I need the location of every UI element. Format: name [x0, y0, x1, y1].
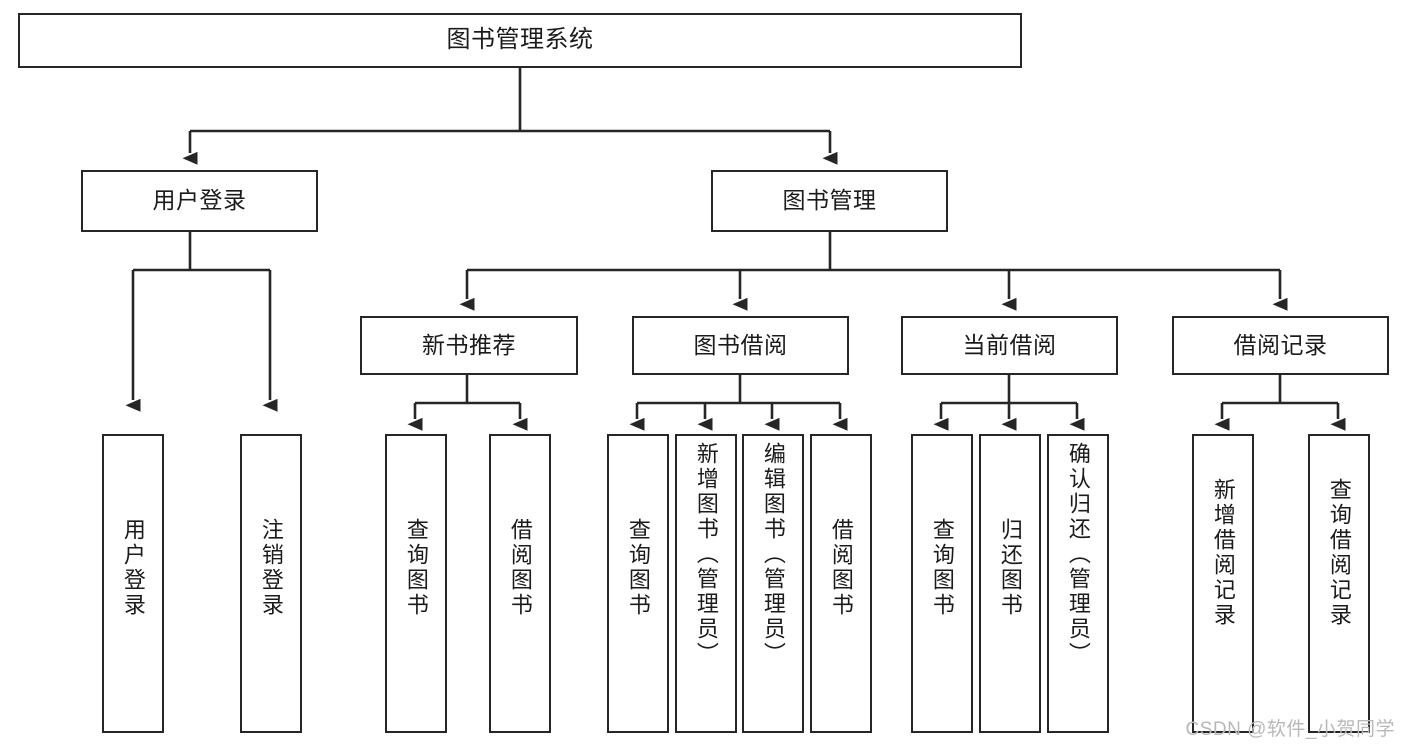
leaf-add-book[interactable]: 新增图书（管理员）: [675, 434, 737, 733]
leaf-return-book-label: 归还图书: [997, 518, 1023, 618]
leaf-edit-book[interactable]: 编辑图书（管理员）: [742, 434, 804, 733]
node-root-label: 图书管理系统: [446, 26, 594, 54]
leaf-return-book[interactable]: 归还图书: [979, 434, 1041, 733]
leaf-add-book-label: 新增图书（管理员）: [693, 442, 719, 667]
node-current-borrow[interactable]: 当前借阅: [901, 316, 1118, 375]
leaf-query-record-label: 查询借阅记录: [1326, 478, 1352, 628]
leaf-query-book-2[interactable]: 查询图书: [607, 434, 669, 733]
leaf-borrow-book-2-label: 借阅图书: [828, 518, 854, 618]
leaf-user-login[interactable]: 用户登录: [102, 434, 164, 733]
node-book-manage[interactable]: 图书管理: [711, 170, 948, 232]
node-borrow-record-label: 借阅记录: [1233, 331, 1328, 358]
leaf-borrow-book-2[interactable]: 借阅图书: [810, 434, 872, 733]
leaf-edit-book-label: 编辑图书（管理员）: [760, 442, 786, 667]
leaf-query-book-3[interactable]: 查询图书: [911, 434, 973, 733]
node-book-manage-label: 图书管理: [782, 187, 877, 214]
node-book-borrow-label: 图书借阅: [693, 331, 788, 358]
node-root[interactable]: 图书管理系统: [18, 13, 1022, 68]
node-user-login[interactable]: 用户登录: [81, 170, 318, 232]
csdn-watermark: CSDN @软件_小贺同学: [1185, 719, 1395, 740]
node-current-borrow-label: 当前借阅: [962, 331, 1057, 358]
leaf-user-login-label: 用户登录: [120, 518, 146, 618]
leaf-borrow-book-1-label: 借阅图书: [507, 518, 533, 618]
leaf-add-record-label: 新增借阅记录: [1210, 478, 1236, 628]
leaf-query-book-3-label: 查询图书: [929, 518, 955, 618]
leaf-query-book-2-label: 查询图书: [625, 518, 651, 618]
node-new-book-recommend-label: 新书推荐: [422, 331, 516, 358]
leaf-query-record[interactable]: 查询借阅记录: [1308, 434, 1370, 733]
leaf-confirm-return[interactable]: 确认归还（管理员）: [1047, 434, 1109, 733]
leaf-confirm-return-label: 确认归还（管理员）: [1065, 442, 1091, 667]
leaf-query-book-1-label: 查询图书: [403, 518, 429, 618]
node-borrow-record[interactable]: 借阅记录: [1172, 316, 1389, 375]
leaf-add-record[interactable]: 新增借阅记录: [1192, 434, 1254, 733]
node-user-login-label: 用户登录: [152, 187, 247, 214]
leaf-logout-login[interactable]: 注销登录: [240, 434, 302, 733]
leaf-logout-login-label: 注销登录: [258, 518, 284, 618]
node-new-book-recommend[interactable]: 新书推荐: [360, 316, 578, 375]
node-book-borrow[interactable]: 图书借阅: [632, 316, 849, 375]
leaf-query-book-1[interactable]: 查询图书: [385, 434, 447, 733]
leaf-borrow-book-1[interactable]: 借阅图书: [489, 434, 551, 733]
